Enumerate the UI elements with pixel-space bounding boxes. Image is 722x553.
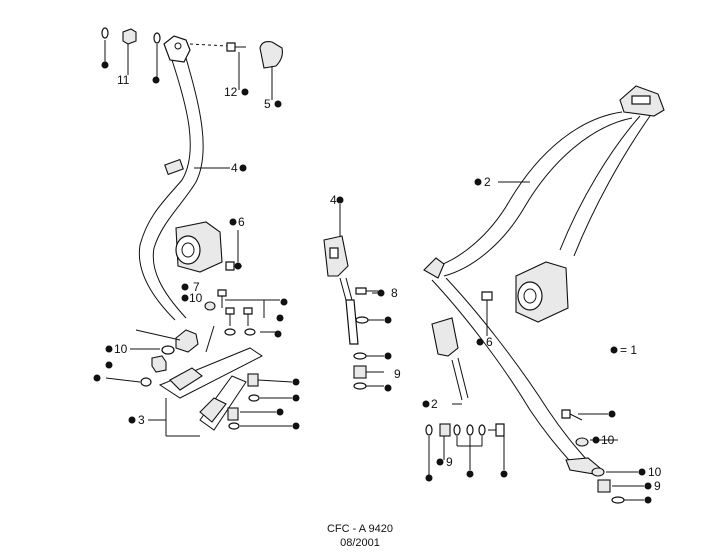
- callout-2-upper: 2: [484, 175, 491, 189]
- bolt-part: [561, 409, 571, 419]
- buckle-strap: [199, 375, 247, 431]
- washer-part: [248, 394, 260, 402]
- spacer-part: [151, 355, 167, 373]
- washer-part: [101, 27, 109, 39]
- washer-part: [353, 382, 367, 390]
- washer-part: [466, 424, 474, 436]
- callout-9-right: 9: [654, 479, 661, 493]
- washer-part: [353, 352, 367, 360]
- spacer-part: [597, 479, 611, 493]
- bolt-part: [225, 307, 235, 315]
- legend: = 1: [620, 343, 637, 357]
- callout-5: 5: [264, 97, 271, 111]
- washer-part: [591, 467, 605, 477]
- bolt-part: [217, 289, 227, 297]
- callout-4-left: 4: [231, 161, 238, 175]
- bolt-part: [243, 307, 253, 315]
- spacer-part: [122, 28, 137, 45]
- callout-4-middle: 4: [330, 193, 337, 207]
- buckle-unit: [199, 397, 227, 423]
- callout-7: 7: [193, 280, 200, 294]
- lower-anchor-plate: [175, 329, 199, 353]
- washer-part: [575, 437, 589, 447]
- legend-text: = 1: [620, 343, 637, 357]
- washer-part: [228, 422, 240, 430]
- callout-10-b: 10: [114, 342, 128, 356]
- bolt-part: [481, 291, 493, 301]
- callout-2-lower: 2: [431, 397, 438, 411]
- callout-9-lower: 9: [446, 455, 453, 469]
- callout-11: 11: [117, 73, 130, 87]
- callout-10-c: 10: [601, 433, 615, 447]
- middle-buckle-assembly: [323, 204, 384, 390]
- anchor-bracket: [423, 257, 445, 279]
- caption-date: 08/2001: [340, 537, 380, 549]
- buckle-unit: [169, 367, 203, 391]
- washer-part: [153, 32, 161, 44]
- bolt-part: [495, 423, 505, 437]
- washer-part: [224, 328, 236, 336]
- washer-part: [204, 301, 216, 311]
- washer-part: [161, 345, 175, 355]
- caption-code: CFC - A 9420: [327, 523, 393, 535]
- callout-3: 3: [138, 413, 145, 427]
- washer-part: [478, 424, 486, 436]
- bolt-part: [355, 287, 367, 295]
- buckle-unit: [431, 317, 459, 357]
- belt-webbing: [138, 59, 191, 321]
- bolt-part: [226, 42, 236, 52]
- callout-9-middle: 9: [394, 367, 401, 381]
- washer-part: [611, 496, 625, 504]
- callout-10-a: 10: [189, 291, 203, 305]
- belt-webbing: [431, 111, 623, 269]
- spacer-part: [353, 365, 367, 379]
- washer-part: [244, 328, 256, 336]
- callout-6-right: 6: [486, 335, 493, 349]
- buckle-strap: [158, 347, 263, 399]
- washer-part: [425, 424, 433, 436]
- callout-6-left: 6: [238, 215, 245, 229]
- callout-12: 12: [224, 85, 238, 99]
- bolt-part: [225, 261, 235, 271]
- callout-8: 8: [391, 286, 398, 300]
- bullet-markers: [93, 61, 652, 504]
- spacer-part: [439, 423, 451, 437]
- callout-10-d: 10: [648, 465, 662, 479]
- washer-part: [140, 377, 152, 387]
- cover-cap-part: [259, 41, 283, 69]
- left-belt-assembly: [101, 27, 283, 431]
- right-belt-assembly: [423, 85, 665, 504]
- diagram-caption: CFC - A 9420 08/2001: [327, 523, 393, 549]
- strap-guide: [164, 158, 184, 176]
- washer-part: [453, 424, 461, 436]
- washer-part: [355, 316, 369, 324]
- spacer-part: [227, 407, 239, 421]
- callout-labels: 11 12 5 4 6 7 10 10 3 4 8 9 2 6 2 9 10 1…: [114, 73, 662, 493]
- spacer-part: [247, 373, 259, 387]
